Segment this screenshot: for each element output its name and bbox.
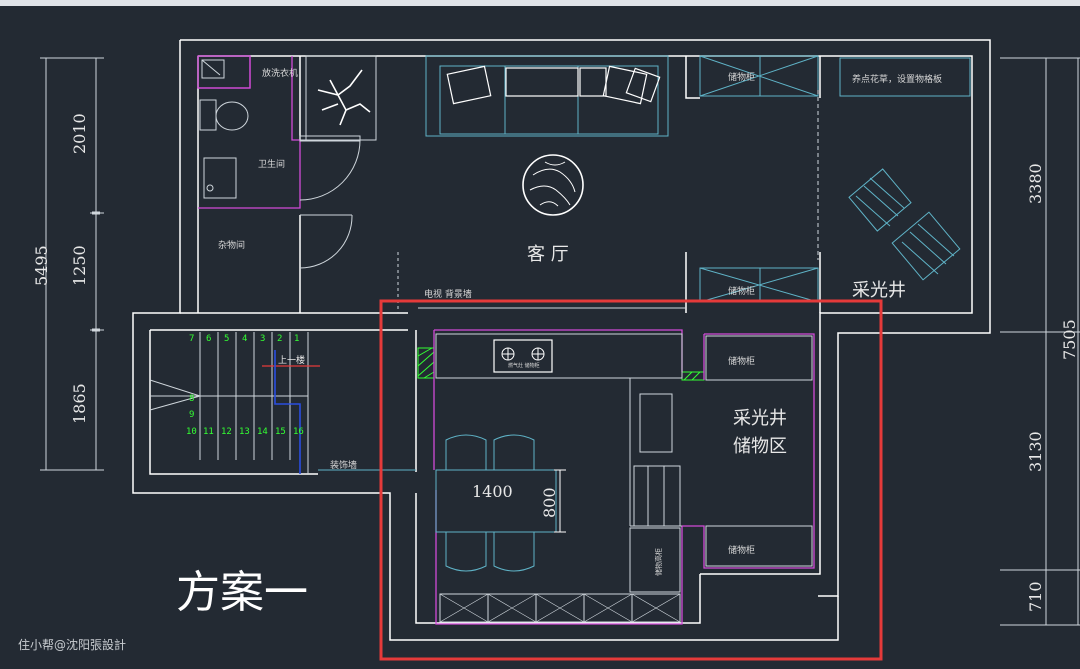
stair-number-1: 1 bbox=[294, 334, 300, 344]
label-bathroom: 卫生间 bbox=[258, 160, 286, 170]
table-dimension-lines bbox=[554, 469, 566, 533]
stair-number-11: 11 bbox=[203, 427, 214, 437]
dim-right-total: 7505 bbox=[1060, 319, 1079, 360]
stair-number-10: 10 bbox=[186, 427, 197, 437]
label-cabinet-top: 储物柜 bbox=[728, 73, 756, 83]
storage-cabinet-top bbox=[699, 55, 819, 97]
stair-number-4: 4 bbox=[242, 334, 248, 344]
dim-table-depth: 800 bbox=[540, 487, 559, 518]
bathroom-fixtures bbox=[199, 59, 249, 199]
label-cabinet-right-top: 储物柜 bbox=[728, 357, 756, 367]
stair-number-3: 3 bbox=[260, 334, 266, 344]
flower-shelf bbox=[839, 57, 971, 97]
stair-number-2: 2 bbox=[277, 334, 283, 344]
staircase bbox=[149, 332, 309, 474]
label-stove-note: 燃气灶 储物柜 bbox=[508, 363, 540, 369]
window-top-strip bbox=[0, 0, 1080, 6]
sofa-cushions bbox=[446, 65, 661, 105]
stair-number-5: 5 bbox=[224, 334, 230, 344]
stair-number-14: 14 bbox=[257, 427, 268, 437]
label-living-room: 客 厅 bbox=[527, 244, 569, 265]
stair-number-8: 8 bbox=[189, 394, 195, 404]
stair-number-7: 7 bbox=[189, 334, 195, 344]
watermark: 住小帮@沈阳張設計 bbox=[18, 638, 127, 652]
label-light-well-storage-2: 储物区 bbox=[733, 436, 787, 457]
label-stair-up: 上一楼 bbox=[278, 356, 306, 366]
left-dimension-lines bbox=[40, 57, 104, 471]
stair-number-15: 15 bbox=[275, 427, 286, 437]
doors bbox=[299, 135, 361, 269]
light-well-chairs bbox=[848, 168, 961, 281]
stair-number-9: 9 bbox=[189, 410, 195, 420]
dim-left-2: 1250 bbox=[70, 245, 89, 286]
label-decor-wall: 装饰墙 bbox=[330, 461, 358, 471]
kitchen-cabinets-outline bbox=[433, 329, 815, 625]
right-dimension-lines bbox=[1000, 57, 1080, 626]
highlight-box bbox=[379, 299, 883, 661]
kitchen-counter bbox=[435, 333, 813, 593]
outer-walls bbox=[132, 39, 991, 641]
label-tv-wall: 电视 背景墙 bbox=[424, 290, 472, 300]
dim-left-3: 1865 bbox=[70, 383, 89, 424]
label-storage-room: 杂物间 bbox=[218, 241, 246, 251]
gas-stove bbox=[493, 339, 553, 373]
dim-left-1: 2010 bbox=[70, 113, 89, 154]
label-fridge-note: 储物高柜 bbox=[655, 548, 663, 576]
dim-left-total: 5495 bbox=[32, 245, 51, 286]
green-columns bbox=[417, 347, 705, 381]
stair-number-13: 13 bbox=[239, 427, 250, 437]
label-light-well: 采光井 bbox=[852, 280, 906, 301]
storage-cabinet-mid bbox=[699, 267, 819, 303]
stair-number-12: 12 bbox=[221, 427, 232, 437]
label-light-well-storage-1: 采光井 bbox=[733, 408, 787, 429]
dim-right-3: 710 bbox=[1026, 581, 1045, 612]
round-coffee-table bbox=[522, 154, 584, 216]
stair-number-6: 6 bbox=[206, 334, 212, 344]
dim-table-width: 1400 bbox=[472, 482, 513, 501]
dining-set bbox=[435, 434, 557, 572]
dim-right-2: 3130 bbox=[1026, 431, 1045, 472]
plan-label: 方案一 bbox=[176, 567, 308, 618]
label-cabinet-mid: 储物柜 bbox=[728, 287, 756, 297]
label-flower-note: 养点花草，设置物格板 bbox=[852, 75, 943, 85]
bottom-cabinets bbox=[439, 593, 681, 623]
label-cabinet-right-bottom: 储物柜 bbox=[728, 546, 756, 556]
label-washer: 放洗衣机 bbox=[262, 69, 299, 79]
stair-arrow bbox=[262, 350, 320, 474]
tree-decoration bbox=[305, 55, 377, 141]
dim-right-1: 3380 bbox=[1026, 163, 1045, 204]
stair-number-16: 16 bbox=[293, 427, 304, 437]
